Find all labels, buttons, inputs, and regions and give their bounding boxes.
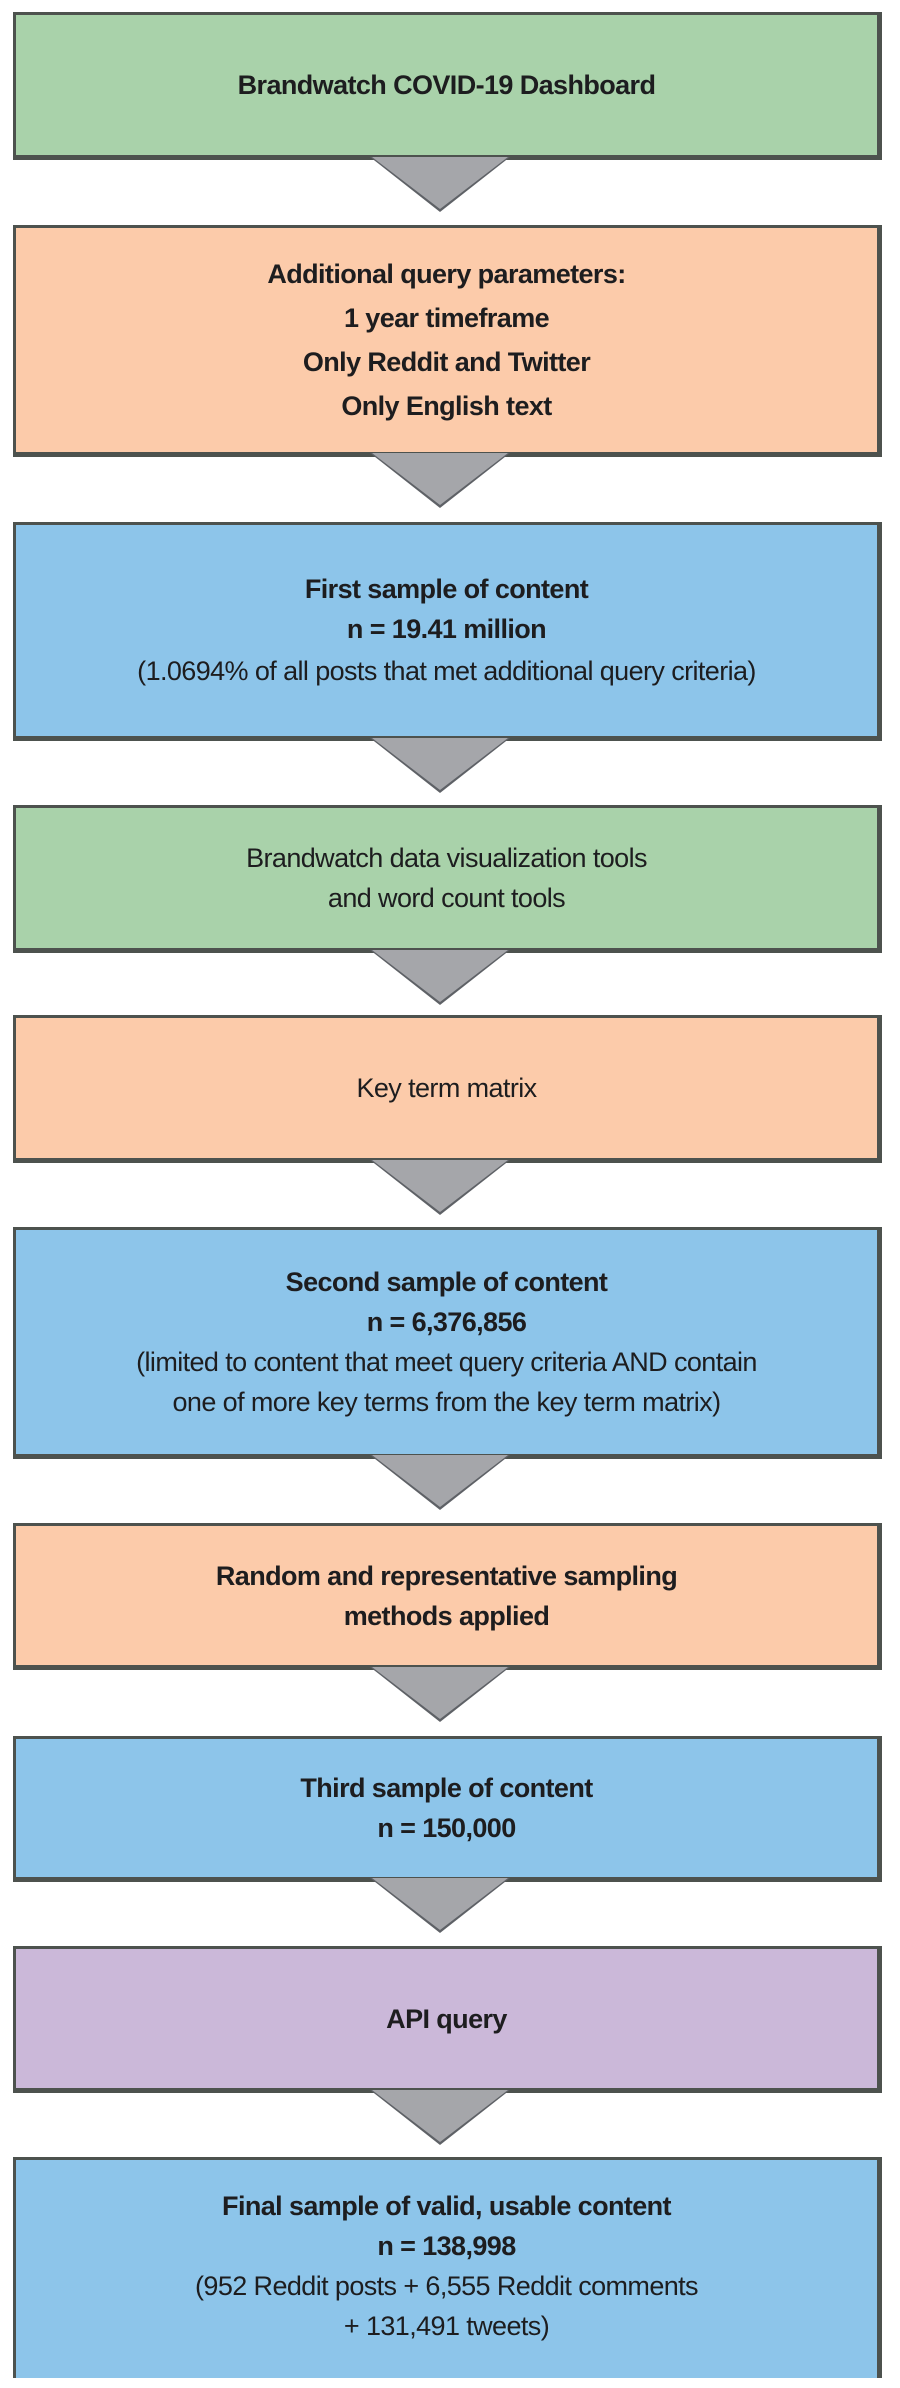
step-second-sample-note: (limited to content that meet query crit… [136,1347,757,1377]
step-visualization-tools-line: and word count tools [327,883,566,913]
step-third-sample-count: n = 150,000 [377,1813,516,1843]
step-api-query-title: API query [386,2003,507,2034]
step-visualization-tools: Brandwatch data visualization tools and … [13,805,882,953]
step-visualization-tools-line: Brandwatch data visualization tools [246,843,647,873]
step-final-sample-note: (952 Reddit posts + 6,555 Reddit comment… [195,2271,699,2301]
step-first-sample-title: First sample of content [304,573,589,604]
step-query-parameters-title: Additional query parameters: [267,259,626,289]
step-second-sample-note: one of more key terms from the key term … [172,1387,722,1417]
step-dashboard-title: Brandwatch COVID-19 Dashboard [237,70,656,100]
step-query-parameters-item: 1 year timeframe [343,303,550,333]
step-final-sample-note: + 131,491 tweets) [343,2311,550,2341]
flow-arrow-down-icon [370,1455,510,1510]
step-key-term-matrix-title: Key term matrix [356,1073,537,1103]
step-api-query: API query [13,1946,882,2093]
step-sampling-methods-line: methods applied [343,1600,550,1631]
step-first-sample-count: n = 19.41 million [346,613,547,644]
flow-arrow-down-icon [370,453,510,508]
flow-arrow-down-icon [370,1160,510,1215]
flow-arrow-down-icon [370,1667,510,1722]
step-second-sample: Second sample of content n = 6,376,856 (… [13,1227,882,1459]
step-dashboard: Brandwatch COVID-19 Dashboard [13,12,882,160]
step-final-sample: Final sample of valid, usable content n … [13,2157,882,2378]
step-query-parameters-item: Only Reddit and Twitter [302,347,591,377]
step-first-sample: First sample of content n = 19.41 millio… [13,522,882,741]
step-sampling-methods: Random and representative sampling metho… [13,1523,882,1670]
step-final-sample-title: Final sample of valid, usable content [222,2191,672,2221]
flow-arrow-down-icon [370,738,510,793]
step-third-sample: Third sample of content n = 150,000 [13,1736,882,1882]
flow-arrow-down-icon [370,2090,510,2145]
step-third-sample-title: Third sample of content [300,1773,593,1803]
flow-arrow-down-icon [370,950,510,1005]
step-query-parameters: Additional query parameters: 1 year time… [13,225,882,457]
flow-arrow-down-icon [370,1878,510,1933]
step-query-parameters-item: Only English text [341,391,552,421]
step-final-sample-count: n = 138,998 [377,2231,516,2261]
step-key-term-matrix: Key term matrix [13,1015,882,1163]
flow-arrow-down-icon [370,157,510,212]
step-first-sample-note: (1.0694% of all posts that met additiona… [137,655,756,686]
step-sampling-methods-line: Random and representative sampling [215,1560,678,1591]
step-second-sample-count: n = 6,376,856 [366,1307,527,1337]
step-second-sample-title: Second sample of content [285,1267,608,1297]
